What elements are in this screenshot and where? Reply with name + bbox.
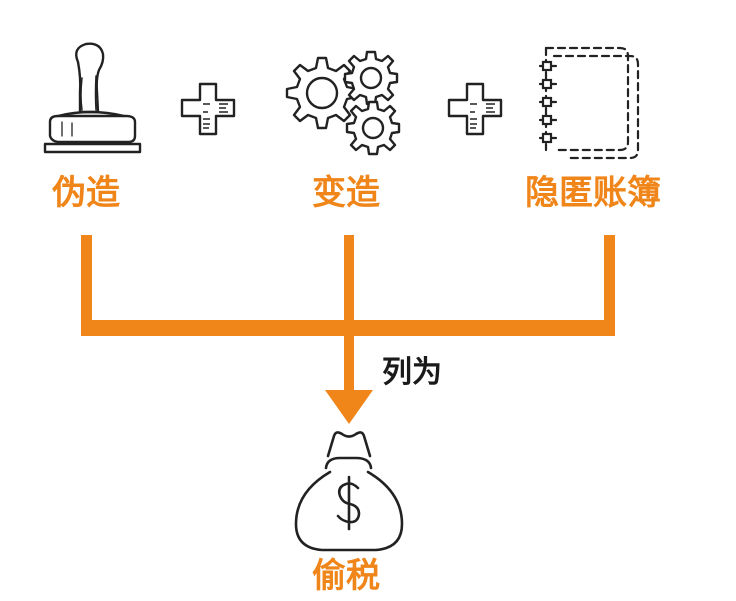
connector-lines	[81, 235, 615, 424]
arrow-shaft	[344, 334, 354, 394]
stamp-icon	[43, 42, 142, 154]
label-tax-evasion: 偷税	[312, 556, 380, 596]
arrow-head	[325, 390, 373, 424]
gears-icon	[285, 50, 401, 156]
plus-icon	[180, 82, 236, 136]
notebook-icon	[538, 46, 640, 160]
plus-icon	[447, 82, 503, 136]
money-bag-icon	[294, 431, 404, 552]
label-listed-as: 列为	[382, 355, 442, 390]
label-conceal-books: 隐匿账簿	[525, 173, 661, 213]
label-forgery: 伪造	[52, 173, 120, 213]
connector-left	[81, 235, 92, 335]
label-alteration: 变造	[312, 173, 380, 213]
connector-middle	[344, 235, 354, 335]
connector-right	[604, 235, 615, 335]
connector-bar	[81, 320, 615, 336]
